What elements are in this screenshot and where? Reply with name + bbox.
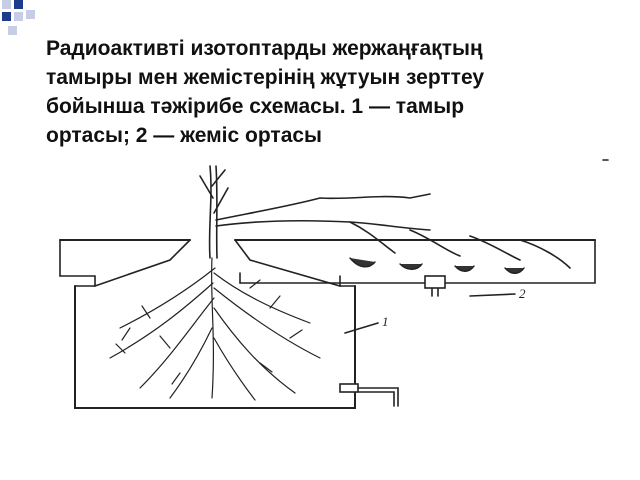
title-line-3: бойынша тәжірибе схемасы. 1 — тамыр: [46, 95, 465, 118]
title-line-2: тамыры мен жемістерінің жұтуын зерттеу: [46, 66, 485, 89]
title-line-1: Радиоактивті изотоптарды жержаңғақтың: [46, 37, 483, 60]
root-container: [59, 239, 356, 409]
leader-line-2: [469, 293, 516, 297]
tray-fitting: [424, 275, 446, 297]
title-line-4: ортасы; 2 — жеміс ортасы: [46, 124, 322, 147]
label-fruit-medium: 2: [519, 286, 526, 301]
root-system: [109, 257, 321, 401]
fruits: [349, 257, 525, 274]
plant-stem: [199, 165, 571, 269]
slide-title: Радиоактивті изотоптарды жержаңғақтың та…: [46, 34, 606, 150]
label-root-medium: 1: [382, 314, 389, 329]
leader-line-1: [344, 322, 379, 334]
corner-squares-decoration: [2, 0, 35, 35]
experiment-diagram: 1 2: [59, 159, 609, 409]
drain-tube: [339, 383, 399, 407]
fruit-tray: [234, 239, 596, 284]
